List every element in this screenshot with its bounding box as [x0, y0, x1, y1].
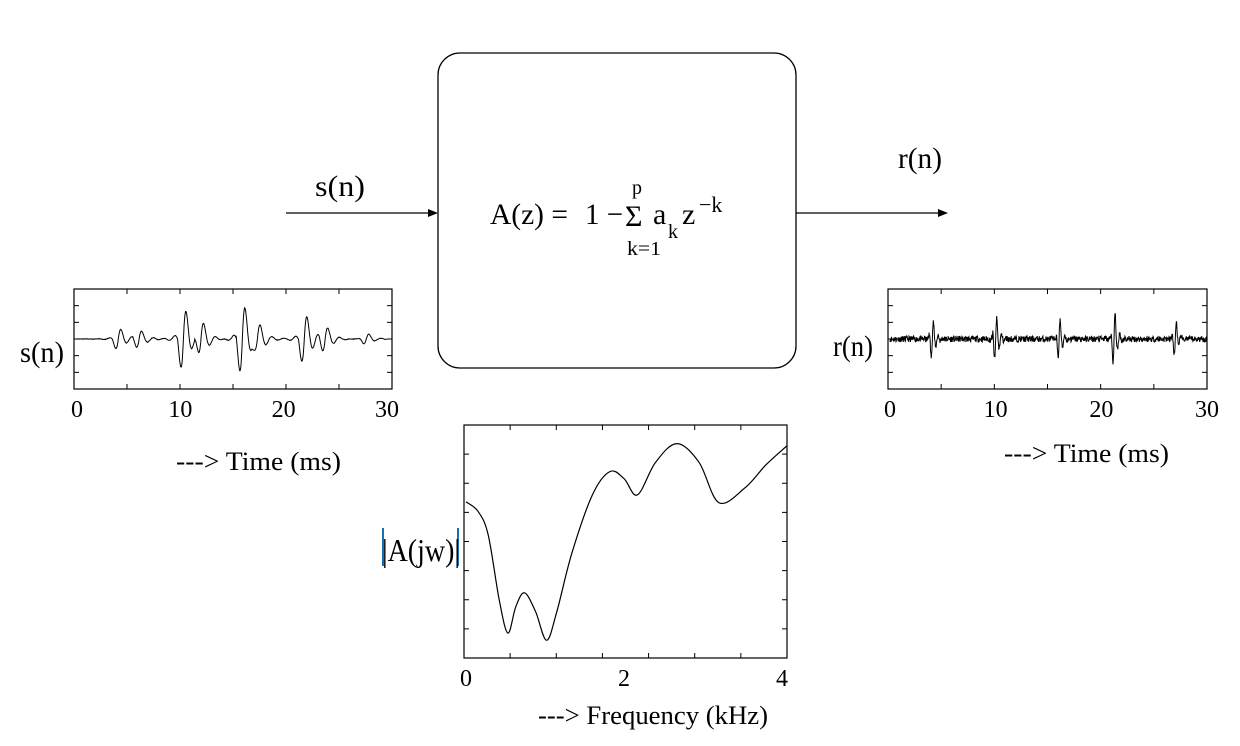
x-tick-label: 2: [618, 666, 630, 692]
x-tick-label: 0: [71, 397, 83, 423]
frequency-response-plot: 0 2 4: [460, 424, 788, 692]
x-tick-label: 30: [1195, 397, 1219, 423]
freq-plot-xlabel: ---> Frequency (kHz): [538, 701, 768, 730]
output-label: r(n): [898, 142, 942, 175]
input-signal-plot: 0 10 20 30: [71, 288, 399, 423]
transfer-function-formula: A(z) = 1 − Σ p k=1 a k z −k: [490, 177, 722, 260]
formula-one-minus: 1 −: [585, 198, 623, 231]
x-tick-label: 4: [776, 666, 788, 692]
output-arrow: [796, 209, 948, 217]
freq-plot-ylabel-group: |A(jw)|: [382, 528, 460, 568]
formula-z: z: [682, 198, 695, 231]
x-tick-label: 10: [984, 397, 1008, 423]
x-tick-label: 30: [375, 397, 399, 423]
x-tick-label: 10: [168, 397, 192, 423]
formula-sum-symbol: Σ: [625, 200, 642, 233]
residual-plot-xlabel: ---> Time (ms): [1004, 439, 1169, 468]
residual-signal-plot: 0 10 20 30: [884, 288, 1219, 423]
formula-lhs: A(z) =: [490, 198, 568, 231]
signal-waveform: [76, 306, 388, 372]
residual-plot-ylabel: r(n): [833, 330, 873, 363]
filter-block: [437, 52, 797, 369]
x-tick-label: 0: [460, 666, 472, 692]
input-arrow: [286, 209, 438, 217]
x-tick-label: 20: [272, 397, 296, 423]
input-label: s(n): [315, 170, 365, 203]
formula-z-exp: −k: [699, 192, 722, 217]
formula-sum-upper: p: [632, 177, 642, 199]
input-plot-xlabel: ---> Time (ms): [176, 447, 341, 476]
input-plot-ylabel: s(n): [20, 336, 64, 369]
x-tick-label: 20: [1089, 397, 1113, 423]
formula-coef: a: [653, 198, 666, 231]
plot-frame: [463, 424, 788, 659]
signal-waveform: [889, 313, 1208, 365]
formula-coef-sub: k: [668, 221, 678, 243]
freq-plot-ylabel: |A(jw)|: [382, 532, 460, 568]
x-tick-label: 0: [884, 397, 896, 423]
formula-sum-lower: k=1: [627, 238, 661, 260]
frequency-response-curve: [465, 442, 788, 641]
